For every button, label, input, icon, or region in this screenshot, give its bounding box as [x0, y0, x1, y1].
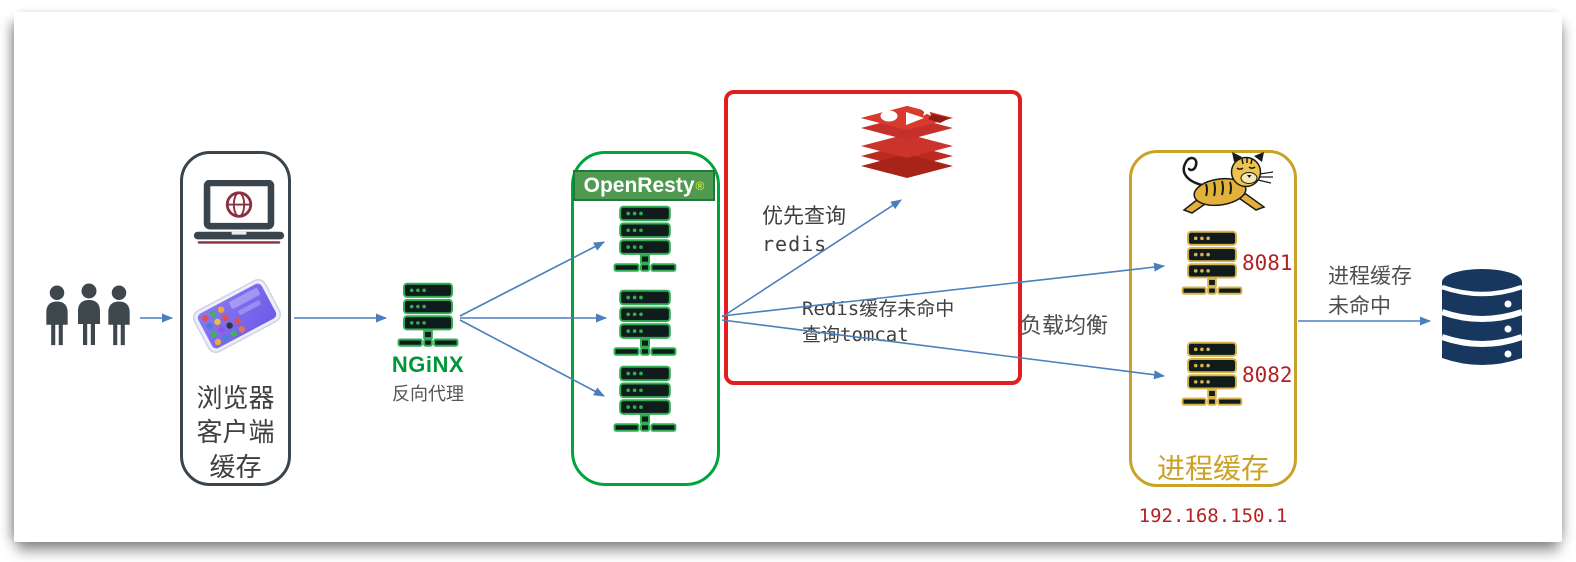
redis-query-line2: redis — [762, 232, 828, 257]
miss-label-line2: 未命中 — [1328, 295, 1391, 319]
nginx-logo: NGiNX — [391, 352, 465, 377]
database-icon — [1441, 269, 1523, 365]
miss-label-line1: 进程缓存 — [1328, 265, 1412, 288]
tomcat-ip-address: 192.168.150.1 — [1138, 505, 1288, 527]
browser-box-label: 浏览器 客户端 缓存 — [180, 381, 291, 484]
tomcat-port-8081: 8081 — [1242, 251, 1293, 275]
redis-logo-icon — [861, 105, 953, 178]
openresty-server-icon-1 — [613, 205, 677, 274]
redis-miss-line2: 查询tomcat — [802, 324, 909, 347]
browser-cache-box — [180, 151, 291, 486]
redis-query-note: 优先查询 redis — [762, 203, 846, 258]
browser-label-line1: 浏览器 — [196, 383, 275, 413]
users-icon — [46, 283, 130, 346]
browser-label-line3: 缓存 — [209, 451, 262, 482]
tomcat-box — [1129, 150, 1297, 487]
redis-miss-line1: Redis缓存未命中 — [802, 298, 955, 320]
redis-miss-note: Redis缓存未命中 查询tomcat — [802, 296, 954, 348]
tomcat-server-icon-1 — [1181, 230, 1243, 297]
nginx-server-icon — [397, 282, 459, 349]
smartphone-icon — [192, 278, 282, 354]
process-cache-miss-label: 进程缓存 未命中 — [1328, 262, 1438, 323]
openresty-server-icon-3 — [613, 365, 677, 434]
laptop-globe-icon — [193, 180, 285, 244]
process-cache-label: 进程缓存 — [1156, 453, 1269, 484]
redis-query-line1: 优先查询 — [762, 205, 846, 228]
openresty-banner: OpenResty® — [573, 170, 715, 201]
openresty-server-icon-2 — [613, 289, 677, 358]
nginx-caption: 反向代理 — [392, 384, 464, 404]
tomcat-server-icon-2 — [1181, 341, 1243, 408]
tomcat-logo-icon — [1182, 152, 1274, 214]
load-balance-label: 负载均衡 — [1020, 313, 1109, 338]
openresty-title: OpenResty — [583, 173, 695, 197]
tomcat-port-8082: 8082 — [1242, 363, 1293, 387]
browser-label-line2: 客户端 — [196, 417, 275, 448]
